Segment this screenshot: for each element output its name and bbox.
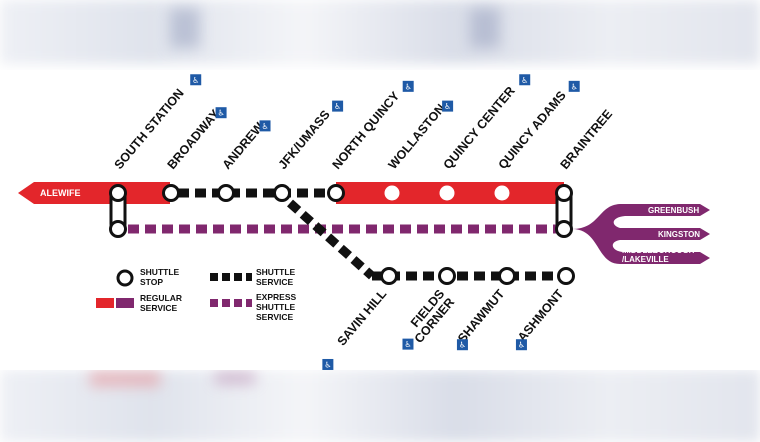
station-label-wollaston: WOLLASTON: [386, 101, 448, 172]
alewife-label: ALEWIFE: [40, 188, 81, 198]
wheelchair-accessible-icon: ♿: [190, 74, 202, 86]
stop-quincy-adams: [494, 185, 510, 201]
wheelchair-accessible-icon: ♿: [215, 107, 227, 119]
accessible-badge-glyph: ♿: [217, 109, 224, 118]
station-label-braintree: BRAINTREE: [558, 107, 616, 172]
legend-shuttle-stop-icon: [116, 269, 134, 287]
red-line-segment-south: [118, 182, 170, 204]
route-label-line: /LAKEVILLE: [622, 255, 669, 264]
station-label-ashmont: ASHMONT: [515, 287, 567, 345]
blurred-background-top: [0, 0, 760, 64]
accessible-badge-glyph: ♿: [324, 360, 331, 369]
legend-label-line: SHUTTLE: [256, 267, 296, 277]
station-label-line: SAVIN HILL: [335, 287, 390, 349]
legend-shuttle-stop-label: SHUTTLE STOP: [140, 267, 182, 287]
service-map-panel: [0, 70, 760, 370]
station-label-savin-hill: SAVIN HILL: [335, 287, 390, 349]
wheelchair-accessible-icon: ♿: [456, 339, 468, 351]
legend-label-line: EXPRESS: [256, 292, 296, 302]
alewife-arrow-icon: [18, 182, 118, 204]
upper-station-labels: SOUTH STATION♿BROADWAY♿ANDREW♿JFK/UMASS♿…: [112, 74, 616, 172]
stop-jfk-umass: [273, 184, 291, 202]
route-label: GREENBUSH: [648, 206, 699, 215]
accessible-badge-bg: [456, 339, 468, 351]
accessible-badge-glyph: ♿: [334, 102, 341, 111]
route-label: MIDDLEBOROUGH /LAKEVILLE: [622, 246, 697, 264]
accessible-badge-bg: [190, 74, 202, 86]
wheelchair-accessible-icon: ♿: [519, 74, 531, 86]
route-label-line: MIDDLEBOROUGH: [622, 246, 695, 255]
stop-quincy-center: [439, 185, 455, 201]
stop-andrew: [217, 184, 235, 202]
station-label-line: SHAWMUT: [455, 287, 507, 346]
legend-label-line: STOP: [140, 277, 163, 287]
station-label-line: ASHMONT: [515, 287, 567, 345]
accessible-badge-bg: [322, 358, 334, 370]
accessible-badge-glyph: ♿: [405, 82, 412, 91]
accessible-badge-bg: [519, 74, 531, 86]
legend-shuttle-service-label: SHUTTLE SERVICE: [256, 267, 298, 287]
stop-ashmont: [557, 267, 575, 285]
wheelchair-accessible-icon: ♿: [568, 80, 580, 92]
commuter-rail-fan: [572, 204, 710, 264]
wheelchair-accessible-icon: ♿: [515, 339, 527, 351]
stop-shawmut: [498, 267, 516, 285]
route-label: KINGSTON: [658, 230, 700, 239]
station-label-broadway: BROADWAY: [165, 106, 223, 172]
stop-braintree: [555, 184, 573, 202]
lower-station-labels: SAVIN HILL♿FIELDSCORNER♿SHAWMUT♿ASHMONT♿: [322, 287, 567, 370]
stop-north-quincy: [327, 184, 345, 202]
accessible-badge-bg: [515, 339, 527, 351]
accessible-badge-bg: [568, 80, 580, 92]
legend-label-line: SHUTTLE: [140, 267, 180, 277]
legend-express-shuttle-label: EXPRESS SHUTTLE SERVICE: [256, 292, 299, 322]
accessible-badge-glyph: ♿: [444, 102, 451, 111]
wheelchair-accessible-icon: ♿: [322, 358, 334, 370]
stop-fields-corner: [438, 267, 456, 285]
stop-broadway: [162, 184, 180, 202]
stop-braintree-express: [555, 220, 573, 238]
lower-station-stops: [380, 267, 575, 285]
legend-label-line: SERVICE: [256, 312, 293, 322]
accessible-badge-bg: [442, 100, 454, 112]
stop-wollaston: [384, 185, 400, 201]
station-label-fields-corner: FIELDSCORNER: [402, 287, 458, 346]
upper-station-stops: [109, 184, 573, 238]
accessible-badge-glyph: ♿: [521, 76, 528, 85]
accessible-badge-glyph: ♿: [459, 341, 466, 350]
station-label-shawmut: SHAWMUT: [455, 287, 507, 346]
accessible-badge-glyph: ♿: [518, 341, 525, 350]
blurred-stripe: [170, 8, 200, 48]
wheelchair-accessible-icon: ♿: [259, 120, 271, 132]
legend-label-line: SERVICE: [140, 303, 177, 313]
accessible-badge-bg: [402, 338, 414, 350]
accessible-badge-bg: [332, 100, 344, 112]
accessible-badge-bg: [215, 107, 227, 119]
stop-south-station: [109, 184, 127, 202]
accessible-badge-glyph: ♿: [571, 82, 578, 91]
accessible-badge-bg: [402, 80, 414, 92]
blurred-stripe: [90, 372, 160, 386]
accessible-badge-glyph: ♿: [261, 122, 268, 131]
legend-label-line: REGULAR: [140, 293, 182, 303]
legend-label-line: SERVICE: [256, 277, 293, 287]
blurred-stripe: [470, 8, 500, 48]
wheelchair-accessible-icon: ♿: [442, 100, 454, 112]
legend-regular-service-label: REGULAR SERVICE: [140, 293, 184, 313]
accessible-badge-glyph: ♿: [192, 76, 199, 85]
stop-savin-hill: [380, 267, 398, 285]
wheelchair-accessible-icon: ♿: [332, 100, 344, 112]
shuttle-service-branch-diagonal: [287, 199, 375, 280]
legend-regular-service-purple: [116, 298, 134, 308]
legend-label-line: SHUTTLE: [256, 302, 296, 312]
station-label-jfk-umass: JFK/UMASS: [276, 108, 333, 172]
accessible-badge-bg: [259, 120, 271, 132]
accessible-badge-glyph: ♿: [404, 340, 411, 349]
stop-south-station-express: [109, 220, 127, 238]
blurred-stripe: [215, 372, 255, 384]
wheelchair-accessible-icon: ♿: [402, 338, 414, 350]
wheelchair-accessible-icon: ♿: [402, 80, 414, 92]
legend-regular-service-red: [96, 298, 114, 308]
